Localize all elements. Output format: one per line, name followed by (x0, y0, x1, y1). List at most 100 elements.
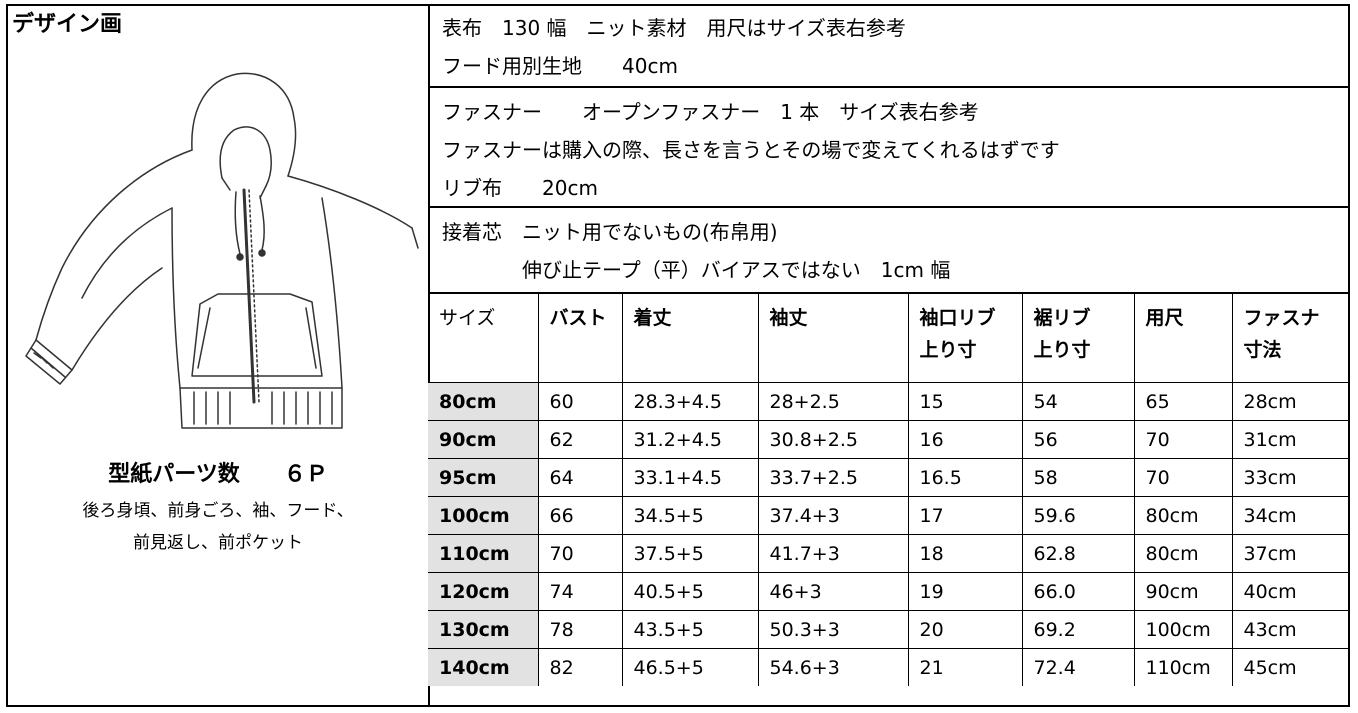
table-cell: 43.5+5 (621, 610, 759, 649)
table-cell: 34cm (1231, 496, 1348, 535)
table-cell: 100cm (1133, 610, 1233, 649)
table-cell: 64 (537, 458, 623, 497)
table-cell: 54 (1021, 382, 1135, 421)
table-cell: 54.6+3 (757, 648, 909, 686)
zipper-tip-line: ファスナーは購入の際、長さを言うとその場で変えてくれるはずです (442, 138, 1060, 162)
table-cell: 74 (537, 572, 623, 611)
size-table: サイズ バスト 着丈 袖丈 袖口リブ上り寸 裾リブ上り寸 用尺 ファスナ寸法 8… (428, 294, 1348, 686)
zipper-note: ファスナー オープンファスナー 1 本 サイズ表右参考 ファスナーは購入の際、長… (428, 88, 1348, 208)
table-cell: 80cm (1133, 496, 1233, 535)
column-header: 袖口リブ上り寸 (907, 294, 1023, 383)
fabric-note: 表布 130 幅 ニット素材 用尺はサイズ表右参考 フード用別生地 40cm (428, 6, 1348, 88)
table-cell: 15 (907, 382, 1023, 421)
table-cell: 37.5+5 (621, 534, 759, 573)
pattern-parts-count: 型紙パーツ数 ６Ｐ (108, 462, 328, 487)
table-cell: 28.3+4.5 (621, 382, 759, 421)
specs-panel: 表布 130 幅 ニット素材 用尺はサイズ表右参考 フード用別生地 40cm フ… (428, 6, 1348, 705)
table-cell: 58 (1021, 458, 1135, 497)
table-cell: 72.4 (1021, 648, 1135, 686)
table-cell: 16 (907, 420, 1023, 459)
table-cell: 59.6 (1021, 496, 1135, 535)
table-cell: 70 (1133, 420, 1233, 459)
table-cell: 110cm (1133, 648, 1233, 686)
table-cell: 41.7+3 (757, 534, 909, 573)
table-cell: 20 (907, 610, 1023, 649)
table-cell: 45cm (1231, 648, 1348, 686)
table-header-row: サイズ バスト 着丈 袖丈 袖口リブ上り寸 裾リブ上り寸 用尺 ファスナ寸法 (428, 294, 1348, 383)
table-cell: 66 (537, 496, 623, 535)
table-cell: 65 (1133, 382, 1233, 421)
column-header: 袖丈 (757, 294, 909, 383)
table-cell: 62.8 (1021, 534, 1135, 573)
table-cell: 82 (537, 648, 623, 686)
fabric-line: 表布 130 幅 ニット素材 用尺はサイズ表右参考 (442, 16, 906, 40)
table-cell: 40.5+5 (621, 572, 759, 611)
table-cell: 62 (537, 420, 623, 459)
pattern-parts-list: 後ろ身頃、前身ごろ、袖、フード、 (82, 501, 354, 521)
table-cell: 56 (1021, 420, 1135, 459)
table-cell: 28+2.5 (757, 382, 909, 421)
table-cell: 17 (907, 496, 1023, 535)
table-cell: 37cm (1231, 534, 1348, 573)
table-cell: 16.5 (907, 458, 1023, 497)
pattern-spec-sheet: デザイン画 (6, 4, 1350, 707)
table-cell: 70 (537, 534, 623, 573)
table-cell: 80cm (1133, 534, 1233, 573)
hood-fabric-line: フード用別生地 40cm (442, 54, 678, 78)
table-cell: 31.2+4.5 (621, 420, 759, 459)
table-cell: 34.5+5 (621, 496, 759, 535)
table-cell: 28cm (1231, 382, 1348, 421)
rib-fabric-line: リブ布 20cm (442, 176, 598, 200)
table-cell: 60 (537, 382, 623, 421)
table-cell: 37.4+3 (757, 496, 909, 535)
size-cell: 100cm (428, 496, 539, 535)
size-cell: 140cm (428, 648, 539, 686)
column-header: 裾リブ上り寸 (1021, 294, 1135, 383)
table-cell: 19 (907, 572, 1023, 611)
zipper-line: ファスナー オープンファスナー 1 本 サイズ表右参考 (442, 100, 979, 124)
column-header: 着丈 (621, 294, 759, 383)
table-cell: 43cm (1231, 610, 1348, 649)
column-header: 用尺 (1133, 294, 1233, 383)
design-label: デザイン画 (12, 12, 123, 37)
column-header: バスト (537, 294, 623, 383)
table-cell: 31cm (1231, 420, 1348, 459)
size-cell: 90cm (428, 420, 539, 459)
interfacing-line: 接着芯 ニット用でないもの(布帛用) (442, 220, 778, 244)
table-cell: 30.8+2.5 (757, 420, 909, 459)
table-cell: 90cm (1133, 572, 1233, 611)
stay-tape-line: 伸び止テープ（平）バイアスではない 1cm 幅 (442, 258, 951, 282)
interfacing-note: 接着芯 ニット用でないもの(布帛用) 伸び止テープ（平）バイアスではない 1cm… (428, 208, 1348, 294)
size-cell: 120cm (428, 572, 539, 611)
table-cell: 78 (537, 610, 623, 649)
column-header: ファスナ寸法 (1231, 294, 1348, 383)
table-cell: 33cm (1231, 458, 1348, 497)
hoodie-illustration (25, 72, 419, 429)
table-cell: 40cm (1231, 572, 1348, 611)
size-cell: 130cm (428, 610, 539, 649)
table-cell: 21 (907, 648, 1023, 686)
table-cell: 46+3 (757, 572, 909, 611)
design-panel: デザイン画 (8, 6, 430, 705)
table-cell: 70 (1133, 458, 1233, 497)
table-cell: 46.5+5 (621, 648, 759, 686)
pattern-parts-list-cont: 前見返し、前ポケット (133, 533, 303, 553)
table-cell: 66.0 (1021, 572, 1135, 611)
table-cell: 18 (907, 534, 1023, 573)
column-header: サイズ (428, 294, 539, 383)
table-cell: 50.3+3 (757, 610, 909, 649)
table-cell: 33.1+4.5 (621, 458, 759, 497)
size-cell: 95cm (428, 458, 539, 497)
table-cell: 69.2 (1021, 610, 1135, 649)
table-cell: 33.7+2.5 (757, 458, 909, 497)
size-cell: 110cm (428, 534, 539, 573)
size-cell: 80cm (428, 382, 539, 421)
